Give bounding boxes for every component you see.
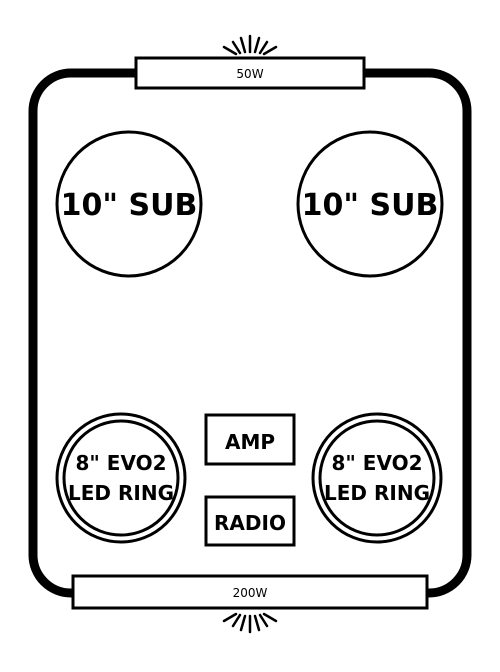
amp-label: AMP (225, 430, 275, 454)
amp-box: AMP (204, 413, 296, 466)
led-ring-left: 8" EVO2 LED RING (55, 412, 187, 544)
led-ring-right: 8" EVO2 LED RING (311, 412, 443, 544)
top-light-bar: 50W (134, 56, 366, 90)
subwoofer-right: 10" SUB (296, 130, 444, 278)
led-ring-left-line2: LED RING (68, 481, 174, 505)
subwoofer-left: 10" SUB (55, 130, 203, 278)
top-light-bar-label: 50W (236, 67, 263, 81)
radio-label: RADIO (214, 511, 286, 535)
led-ring-right-line2: LED RING (324, 481, 430, 505)
bottom-light-bar-label: 200W (233, 586, 268, 600)
subwoofer-left-label: 10" SUB (61, 188, 198, 223)
subwoofer-right-label: 10" SUB (302, 188, 439, 223)
bottom-light-bar: 200W (71, 574, 429, 610)
top-light-rays-icon (222, 34, 278, 56)
bottom-light-rays-icon (222, 612, 278, 634)
radio-box: RADIO (204, 495, 296, 547)
led-ring-left-line1: 8" EVO2 (75, 451, 166, 475)
led-ring-right-line1: 8" EVO2 (331, 451, 422, 475)
